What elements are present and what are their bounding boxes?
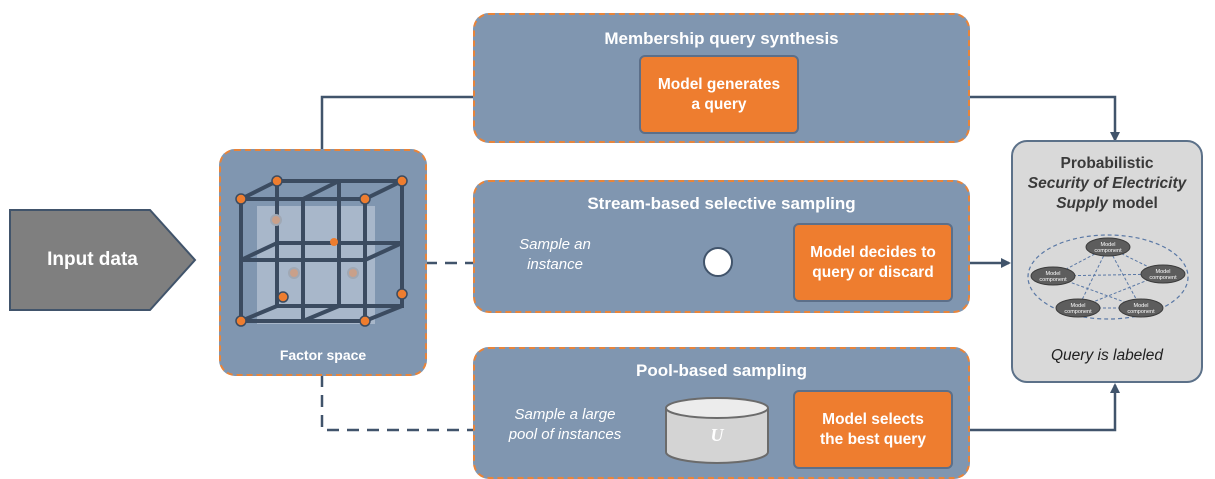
pool-title: Pool-based sampling bbox=[636, 361, 807, 380]
stream-title: Stream-based selective sampling bbox=[587, 194, 856, 213]
component-node-label: component bbox=[1127, 309, 1155, 315]
component-node-label: component bbox=[1064, 309, 1092, 315]
pool-box-line2: the best query bbox=[820, 430, 926, 448]
component-node-label: component bbox=[1149, 275, 1177, 281]
membership-box-line2: a query bbox=[691, 95, 747, 113]
model-selects-box: Model selects the best query bbox=[793, 390, 953, 469]
stream-sample-line2: instance bbox=[527, 256, 583, 273]
factor-space-panel: Factor space bbox=[219, 149, 427, 376]
stream-sample-line1: Sample an bbox=[519, 236, 591, 253]
factor-cube-icon bbox=[234, 174, 408, 327]
input-data-arrow bbox=[9, 209, 197, 311]
model-generates-query-box: Model generates a query bbox=[639, 55, 799, 134]
membership-box-line1: Model generates bbox=[657, 75, 781, 93]
ses-model-box: Probabilistic Security of Electricity Su… bbox=[1011, 140, 1203, 383]
model-title-line3-italic: Supply bbox=[1056, 195, 1108, 212]
component-node-label: component bbox=[1039, 277, 1067, 283]
pool-sample-line2: pool of instances bbox=[508, 426, 622, 443]
component-node-label: Model bbox=[1156, 269, 1171, 275]
query-labeled-text: Query is labeled bbox=[1050, 347, 1163, 364]
model-title: Probabilistic Security of Electricity Su… bbox=[1013, 154, 1201, 214]
component-node-label: Model bbox=[1071, 303, 1086, 309]
pool-cylinder-icon bbox=[665, 397, 769, 464]
stream-box-line2: query or discard bbox=[812, 263, 934, 281]
component-node-label: Model bbox=[1134, 303, 1149, 309]
pool-sample-line1: Sample a large bbox=[514, 406, 616, 423]
pool-box-line1: Model selects bbox=[822, 410, 924, 428]
component-node-label: Model bbox=[1046, 271, 1061, 277]
membership-title: Membership query synthesis bbox=[604, 29, 839, 48]
model-title-line3-rest: model bbox=[1107, 195, 1158, 212]
input-data-label: Input data bbox=[47, 249, 138, 270]
model-title-line3: Supply model bbox=[1013, 194, 1201, 214]
pool-output-arrow bbox=[952, 383, 1120, 432]
model-title-line1: Probabilistic bbox=[1060, 155, 1154, 172]
stream-box-line1: Model decides to bbox=[810, 243, 936, 261]
factor-space-label: Factor space bbox=[279, 347, 367, 363]
component-node-label: Model bbox=[1101, 242, 1116, 248]
component-node-label: component bbox=[1094, 248, 1122, 254]
instance-circle bbox=[703, 247, 733, 277]
component-network-icon: ModelcomponentModelcomponentModelcompone… bbox=[1027, 234, 1189, 320]
model-decides-box: Model decides to query or discard bbox=[793, 223, 953, 302]
stream-sample-label: Sample an instance bbox=[500, 235, 610, 275]
pool-cylinder-label: U bbox=[710, 425, 724, 445]
model-title-line2: Security of Electricity bbox=[1027, 175, 1187, 192]
pool-sample-label: Sample a large pool of instances bbox=[495, 405, 635, 445]
